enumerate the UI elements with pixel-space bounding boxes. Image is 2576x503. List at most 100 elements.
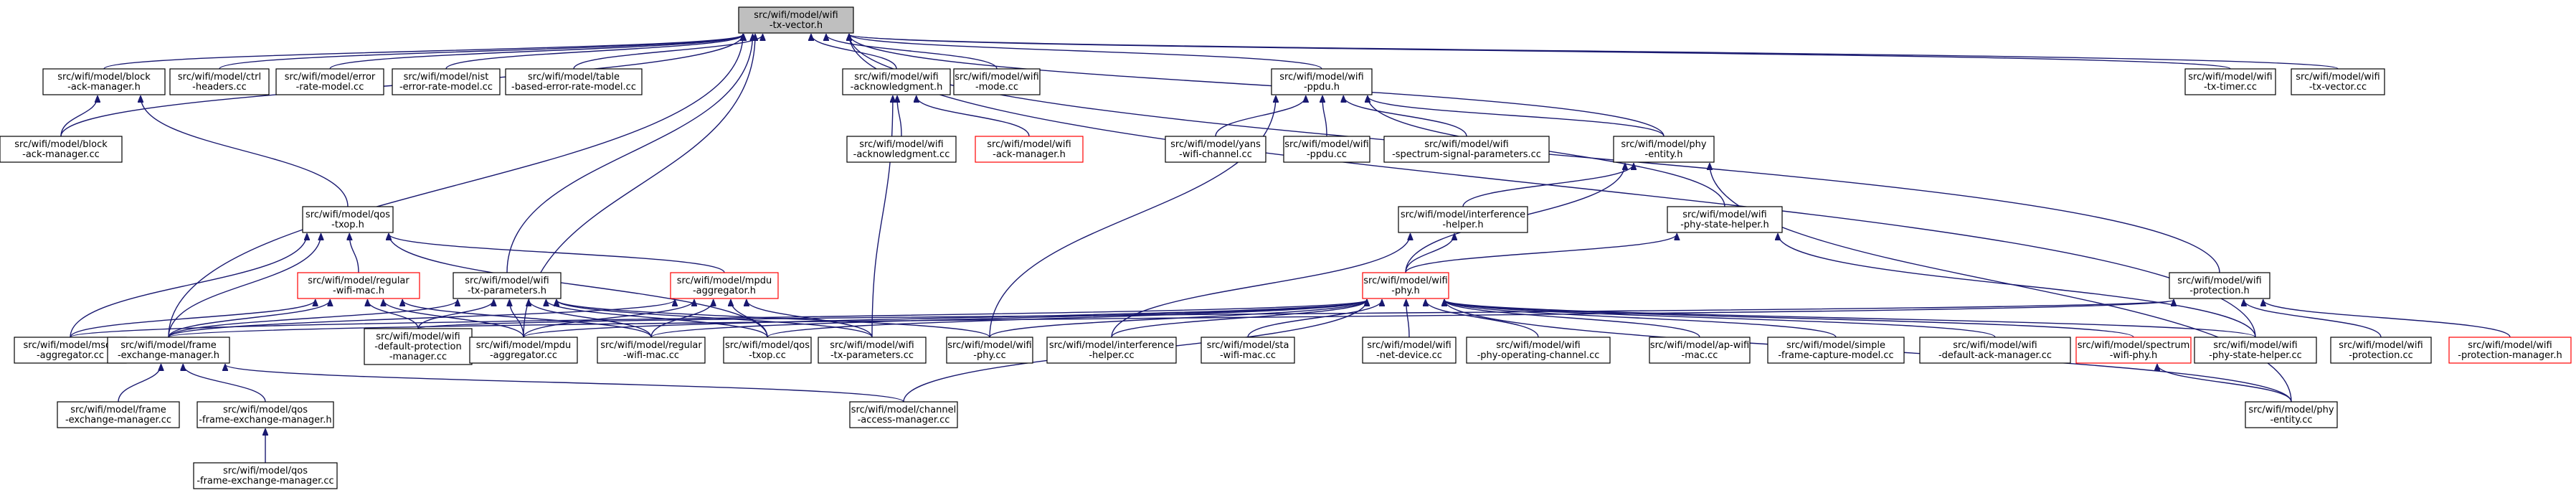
node-nist[interactable]: src/wifi/model/nist-error-rate-model.cc bbox=[392, 68, 501, 95]
node-label-line: src/wifi/model/block bbox=[57, 72, 151, 83]
node-regular-mac-h[interactable]: src/wifi/model/regular-wifi-mac.h bbox=[297, 272, 420, 299]
node-interference-cc[interactable]: src/wifi/model/interference-helper.cc bbox=[1046, 337, 1177, 364]
node-frame-exch-cc[interactable]: src/wifi/model/frame-exchange-manager.cc bbox=[57, 401, 180, 428]
node-default-prot-cc[interactable]: src/wifi/model/wifi-default-protection-m… bbox=[364, 328, 473, 365]
node-label-line: -phy-operating-channel.cc bbox=[1477, 350, 1600, 361]
node-channel-access-cc[interactable]: src/wifi/model/channel-access-manager.cc bbox=[849, 401, 958, 428]
node-tx-timer[interactable]: src/wifi/model/wifi-tx-timer.cc bbox=[2184, 68, 2276, 95]
node-tx-params-cc[interactable]: src/wifi/model/wifi-tx-parameters.cc bbox=[818, 337, 927, 364]
node-label-line: src/wifi/model/mpdu bbox=[677, 276, 772, 286]
node-error-rate[interactable]: src/wifi/model/error-rate-model.cc bbox=[275, 68, 384, 95]
node-interference-h[interactable]: src/wifi/model/interference-helper.h bbox=[1398, 206, 1528, 233]
node-label-line: src/wifi/model/wifi bbox=[1682, 210, 1766, 220]
node-qos-frame-cc[interactable]: src/wifi/model/qos-frame-exchange-manage… bbox=[193, 462, 338, 489]
node-regular-mac-cc[interactable]: src/wifi/model/regular-wifi-mac.cc bbox=[597, 337, 706, 364]
node-ppdu-cc[interactable]: src/wifi/model/wifi-ppdu.cc bbox=[1283, 136, 1370, 163]
node-net-device-cc[interactable]: src/wifi/model/wifi-net-device.cc bbox=[1362, 337, 1457, 364]
edge-ack-h-to-ack-cc bbox=[897, 96, 902, 137]
node-ack-manager-h[interactable]: src/wifi/model/wifi-ack-manager.h bbox=[975, 136, 1084, 163]
node-sta-mac-cc[interactable]: src/wifi/model/sta-wifi-mac.cc bbox=[1201, 337, 1295, 364]
node-label-line: -manager.cc bbox=[389, 352, 447, 362]
node-label-line: -wifi-mac.h bbox=[333, 286, 384, 296]
node-label-line: -protection-manager.h bbox=[2458, 350, 2562, 361]
node-protection-cc[interactable]: src/wifi/model/wifi-protection.cc bbox=[2330, 337, 2432, 364]
node-label-line: -phy-state-helper.h bbox=[1680, 220, 1769, 230]
node-op-channel-cc[interactable]: src/wifi/model/wifi-phy-operating-channe… bbox=[1466, 337, 1611, 364]
edge-phy-entity-h-to-interference-h bbox=[1462, 164, 1634, 207]
edge-phy-h-to-net-device-cc bbox=[1406, 300, 1410, 338]
node-label-line: src/wifi/model/wifi bbox=[1363, 276, 1447, 286]
node-label-line: src/wifi/model/wifi bbox=[987, 139, 1071, 150]
node-frame-exch-h[interactable]: src/wifi/model/frame-exchange-manager.h bbox=[107, 337, 230, 364]
node-spectrum-sig[interactable]: src/wifi/model/wifi-spectrum-signal-para… bbox=[1383, 136, 1550, 163]
node-phy-state-h[interactable]: src/wifi/model/wifi-phy-state-helper.h bbox=[1667, 206, 1783, 233]
edge-block-ack-h-to-qos-txop-h bbox=[141, 96, 349, 207]
node-ppdu-h[interactable]: src/wifi/model/wifi-ppdu.h bbox=[1271, 68, 1373, 95]
edge-protection-h-to-prot-manager-h bbox=[2263, 300, 2511, 338]
edge-root-to-phy-state-cc bbox=[849, 34, 2256, 338]
node-qos-txop-h[interactable]: src/wifi/model/qos-txop.h bbox=[302, 206, 394, 233]
node-phy-state-cc[interactable]: src/wifi/model/wifi-phy-state-helper.cc bbox=[2194, 337, 2317, 364]
node-box bbox=[738, 6, 854, 34]
node-box bbox=[1613, 136, 1715, 163]
node-label-line: -mode.cc bbox=[975, 82, 1018, 93]
node-yans[interactable]: src/wifi/model/yans-wifi-channel.cc bbox=[1165, 136, 1266, 163]
edge-tx-params-h-to-frame-exch-h bbox=[168, 300, 458, 338]
node-label-line: src/wifi/model/msdu bbox=[24, 340, 118, 351]
node-ap-mac-cc[interactable]: src/wifi/model/ap-wifi-mac.cc bbox=[1649, 337, 1751, 364]
node-block-ack-h[interactable]: src/wifi/model/block-ack-manager.h bbox=[42, 68, 166, 95]
node-phy-h[interactable]: src/wifi/model/wifi-phy.h bbox=[1362, 272, 1449, 299]
node-label-line: -tx-parameters.h bbox=[468, 286, 546, 296]
edge-layer bbox=[60, 34, 2511, 464]
node-mpdu-aggr-cc[interactable]: src/wifi/model/mpdu-aggregator.cc bbox=[469, 337, 578, 364]
node-protection-h[interactable]: src/wifi/model/wifi-protection.h bbox=[2169, 272, 2270, 299]
node-label-line: src/wifi/model/table bbox=[528, 72, 620, 83]
node-spectrum-phy-h[interactable]: src/wifi/model/spectrum-wifi-phy.h bbox=[2075, 337, 2192, 364]
node-box bbox=[469, 337, 578, 364]
edge-phy-h-to-interference-cc bbox=[1111, 300, 1367, 338]
node-label-line: -frame-exchange-manager.cc bbox=[196, 476, 333, 486]
node-phy-entity-h[interactable]: src/wifi/model/phy-entity.h bbox=[1613, 136, 1715, 163]
node-box bbox=[946, 337, 1033, 364]
edge-phy-h-to-phy-state-cc bbox=[1444, 300, 2256, 338]
node-label-line: src/wifi/model/wifi bbox=[830, 340, 914, 351]
node-box bbox=[107, 337, 230, 364]
node-label-line: -default-ack-manager.cc bbox=[1938, 350, 2052, 361]
edge-root-to-ack-h bbox=[811, 34, 897, 70]
node-box bbox=[1466, 337, 1611, 364]
node-tx-vector-cc[interactable]: src/wifi/model/wifi-tx-vector.cc bbox=[2291, 68, 2385, 95]
node-ctrl-headers[interactable]: src/wifi/model/ctrl-headers.cc bbox=[169, 68, 270, 95]
node-qos-txop-cc[interactable]: src/wifi/model/qos-txop.cc bbox=[723, 337, 812, 364]
edge-phy-h-to-qos-txop-cc bbox=[767, 300, 1367, 338]
node-label-line: -helper.h bbox=[1442, 220, 1483, 230]
node-label-line: -rate-model.cc bbox=[296, 82, 364, 93]
node-label-line: src/wifi/model/wifi bbox=[465, 276, 549, 286]
node-label-line: -headers.cc bbox=[192, 82, 247, 93]
node-box bbox=[597, 337, 706, 364]
node-root[interactable]: src/wifi/model/wifi-tx-vector.h bbox=[738, 6, 854, 34]
node-label-line: -frame-capture-model.cc bbox=[1778, 350, 1893, 361]
node-simple-capture-cc[interactable]: src/wifi/model/simple-frame-capture-mode… bbox=[1767, 337, 1905, 364]
node-phy-cc[interactable]: src/wifi/model/wifi-phy.cc bbox=[946, 337, 1033, 364]
edge-ppdu-h-to-phy-entity-h bbox=[1368, 96, 1665, 137]
node-box bbox=[1667, 206, 1783, 233]
node-qos-frame-h[interactable]: src/wifi/model/qos-frame-exchange-manage… bbox=[196, 401, 334, 428]
node-mpdu-aggr-h[interactable]: src/wifi/model/mpdu-aggregator.h bbox=[670, 272, 779, 299]
node-label-line: -ack-manager.h bbox=[993, 149, 1066, 160]
node-table-based[interactable]: src/wifi/model/table-based-error-rate-mo… bbox=[505, 68, 643, 95]
node-prot-manager-h[interactable]: src/wifi/model/wifi-protection-manager.h bbox=[2448, 337, 2572, 364]
edge-regular-mac-h-to-regular-mac-cc bbox=[402, 300, 652, 338]
node-label-line: src/wifi/model/frame bbox=[70, 405, 166, 415]
node-label-line: -aggregator.cc bbox=[37, 350, 104, 361]
node-block-ack-cc[interactable]: src/wifi/model/block-ack-manager.cc bbox=[0, 136, 123, 163]
node-phy-entity-cc[interactable]: src/wifi/model/phy-entity.cc bbox=[2245, 401, 2338, 428]
node-label-line: src/wifi/model/wifi bbox=[859, 139, 943, 150]
node-tx-params-h[interactable]: src/wifi/model/wifi-tx-parameters.h bbox=[453, 272, 562, 299]
node-label-line: src/wifi/model/wifi bbox=[2468, 340, 2552, 351]
node-box bbox=[1767, 337, 1905, 364]
node-ack-h[interactable]: src/wifi/model/wifi-acknowledgment.h bbox=[842, 68, 951, 95]
node-ack-cc[interactable]: src/wifi/model/wifi-acknowledgment.cc bbox=[846, 136, 957, 163]
node-box bbox=[0, 136, 123, 163]
node-default-ack-cc[interactable]: src/wifi/model/wifi-default-ack-manager.… bbox=[1919, 337, 2071, 364]
node-mode-cc[interactable]: src/wifi/model/wifi-mode.cc bbox=[953, 68, 1041, 95]
